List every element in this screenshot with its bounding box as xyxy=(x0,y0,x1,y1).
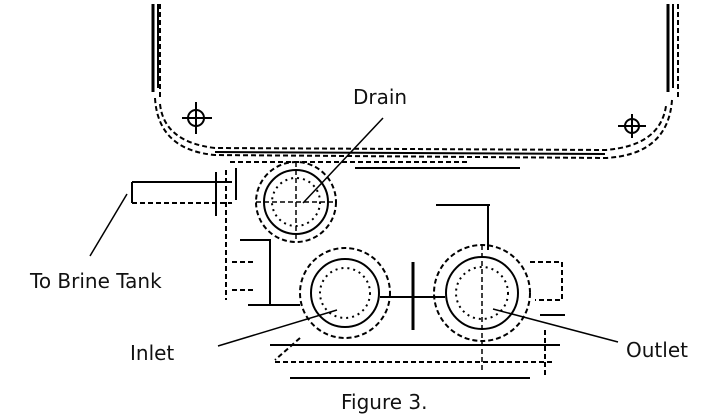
outlet-label: Outlet xyxy=(626,338,688,362)
brine-tank-label: To Brine Tank xyxy=(29,269,162,293)
inlet-label: Inlet xyxy=(130,341,174,365)
outlet-port xyxy=(433,244,531,372)
valve-body xyxy=(131,161,565,379)
drain-port xyxy=(255,161,337,243)
drain-leader xyxy=(302,117,384,204)
brine-leader xyxy=(89,193,128,257)
drain-label: Drain xyxy=(353,85,407,109)
tank-outline xyxy=(151,4,679,160)
leader-lines xyxy=(89,117,619,347)
left-bolt xyxy=(182,102,212,134)
inlet-leader xyxy=(217,309,338,347)
right-bolt xyxy=(618,114,646,138)
inlet-port xyxy=(299,247,391,339)
figure-caption: Figure 3. xyxy=(341,390,428,414)
outlet-leader xyxy=(492,308,619,343)
